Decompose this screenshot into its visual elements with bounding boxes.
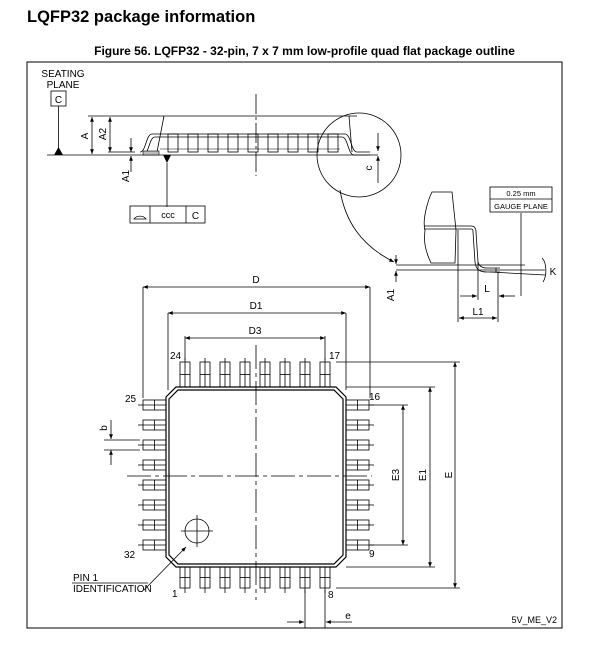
pin [259,566,271,593]
svg-text:0.25 mm: 0.25 mm [506,189,535,198]
package-body-inner [168,389,344,565]
detail-view: A1 0.25 mm GAUGE PLANE L L1 K [386,186,557,322]
pin [138,419,167,431]
pin [345,459,374,471]
pin-label-16: 16 [369,392,381,403]
pin [199,566,211,593]
pin [345,499,374,511]
datum-c-label: C [55,95,62,106]
detail-dim-k: K [550,267,557,278]
figure-frame [26,61,563,629]
pins-bottom [179,566,331,593]
dim-d: D [252,275,259,286]
dim-e1: E1 [418,468,429,481]
pin [179,566,191,593]
pin [299,358,311,388]
pin [345,479,374,491]
pin [279,358,291,388]
dim-e: E [444,471,455,478]
pin1-label: PIN 1 [73,573,98,584]
side-view: SEATING PLANE C A A2 A1 [41,69,402,263]
detail-circle [316,112,402,198]
top-view: D D1 D3 PIN 1 IDENTIFICATION 24 17 25 [72,275,460,628]
svg-text:ccc: ccc [161,210,175,220]
detail-dim-l: L [484,284,490,295]
figure-caption: Figure 56. LQFP32 - 32-pin, 7 x 7 mm low… [94,44,515,58]
gauge-plane-box [489,186,553,213]
reference-code: 5V_ME_V2 [511,615,557,625]
pin-label-17: 17 [329,351,341,362]
dim-c: c [364,166,375,171]
dim-d3: D3 [249,326,262,337]
pin [345,439,374,451]
pin [219,566,231,593]
pin-label-24: 24 [170,351,182,362]
pin [199,358,211,388]
section-title: LQFP32 package information [27,8,256,26]
detail-dim-l1: L1 [472,307,484,318]
seating-plane-label: SEATING [41,69,84,80]
dim-a: A [80,132,91,139]
pin [345,419,374,431]
pin [138,519,167,531]
pin-label-8: 8 [328,590,334,601]
seating-plane-label-2: PLANE [47,80,80,91]
pin [138,499,167,511]
pin [179,358,191,388]
side-leads [160,133,340,153]
pin [138,399,167,411]
pin-label-32: 32 [124,550,136,561]
pin [319,358,331,388]
pin [138,539,167,551]
dim-e3: E3 [391,468,402,481]
pin [279,566,291,593]
pin [239,566,251,593]
detail-dim-a1: A1 [386,288,397,301]
pin1-label-2: IDENTIFICATION [73,584,152,595]
datum-triangle [54,147,63,155]
dim-a1: A1 [121,169,132,182]
pin-label-25: 25 [125,394,137,405]
pin [138,439,167,451]
pin-label-1: 1 [172,589,178,600]
dim-d1: D1 [250,301,263,312]
pin [259,358,271,388]
dim-e-pitch: e [345,611,351,622]
pin [345,399,374,411]
tolerance-frame: ccc C [129,205,206,224]
svg-text:GAUGE PLANE: GAUGE PLANE [494,202,548,211]
pin [345,519,374,531]
pin [239,358,251,388]
pin [219,358,231,388]
pin [345,539,374,551]
svg-text:C: C [192,211,199,222]
pins-left [138,399,167,551]
pin [299,566,311,593]
pins-right [345,399,374,551]
pin [138,459,167,471]
dim-a2: A2 [98,127,109,140]
pins-top [179,358,331,388]
dim-b: b [99,425,110,431]
pin-label-9: 9 [369,549,375,560]
pin [138,479,167,491]
